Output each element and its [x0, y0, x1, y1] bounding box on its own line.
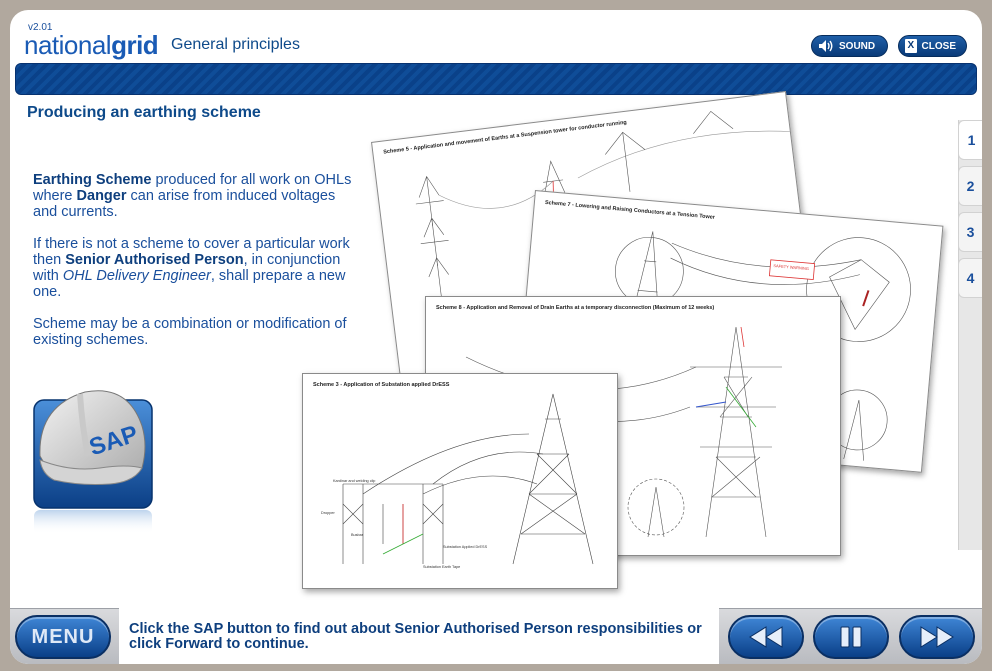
scheme-3-label: Substation Earth Tape [423, 565, 460, 569]
fast-forward-icon [920, 626, 954, 648]
scheme-illustrations: Scheme 5 - Application and movement of E… [10, 10, 982, 664]
scheme-3-label: Substation Applied DrESS [443, 545, 488, 549]
menu-button[interactable]: MENU [15, 615, 111, 659]
content-text: Earthing Scheme produced for all work on… [33, 172, 363, 364]
term-danger: Danger [76, 188, 127, 204]
national-grid-logo: nationalgrid [24, 30, 159, 61]
sound-button[interactable]: SOUND [811, 35, 888, 57]
header-banner [15, 63, 977, 95]
logo-text-light: national [24, 30, 112, 60]
pause-icon [840, 626, 862, 648]
tab-label: 3 [966, 224, 975, 240]
sap-hardhat-icon: SAP [33, 390, 153, 534]
paragraph-2: If there is not a scheme to cover a part… [33, 236, 363, 300]
scheme-3-title: Scheme 3 - Application of Substation app… [313, 382, 450, 388]
instruction-text: Click the SAP button to find out about S… [129, 621, 702, 652]
text-span: If there is not a scheme to cover a part… [33, 236, 350, 268]
scheme-3-label: Kardinar and welding clip [333, 479, 375, 483]
scheme-7-drawing: SAFETY WARNING [615, 231, 911, 461]
pause-button[interactable] [813, 615, 889, 659]
text-span: , in conjunction with [33, 252, 341, 284]
scheme-7-sheet: Scheme 7 - Lowering and Raising Conducto… [513, 190, 944, 473]
speaker-icon [818, 39, 834, 53]
scheme-3-drawing: Kardinar and welding clip Dropper Busbar… [321, 393, 594, 569]
sap-button[interactable]: SAP [30, 376, 156, 536]
menu-label: MENU [31, 625, 95, 648]
course-title: General principles [171, 36, 300, 53]
scheme-3-label: Busbar [351, 533, 364, 537]
close-icon: X [905, 39, 917, 53]
back-button[interactable] [728, 615, 804, 659]
scheme-8-title: Scheme 8 - Application and Removal of Dr… [436, 305, 715, 311]
paragraph-3: Scheme may be a combination or modificat… [33, 316, 347, 348]
page-title: Producing an earthing scheme [27, 104, 261, 121]
tab-2[interactable]: 2 [958, 166, 982, 206]
version-label: v2.01 [28, 22, 53, 33]
term-earthing-scheme: Earthing Scheme [33, 172, 152, 188]
tab-label: 2 [966, 178, 975, 194]
paragraph-1: Earthing Scheme produced for all work on… [33, 172, 363, 220]
tab-1[interactable]: 1 [958, 120, 982, 160]
sound-label: SOUND [839, 40, 876, 52]
text-span: produced for all work on OHLs where [33, 172, 352, 204]
footer-message-panel: Click the SAP button to find out about S… [119, 608, 719, 664]
tab-label: 1 [967, 132, 976, 148]
text-span: can arise from induced voltages and curr… [33, 188, 336, 220]
tab-label: 4 [966, 270, 975, 286]
tab-4[interactable]: 4 [958, 258, 982, 298]
scheme-3-sheet: Scheme 3 - Application of Substation app… [302, 373, 618, 589]
term-ohl-delivery-engineer: OHL Delivery Engineer [62, 268, 211, 284]
safety-warning-label: SAFETY WARNING [773, 263, 809, 271]
logo-text-bold: grid [111, 30, 159, 60]
rewind-icon [749, 626, 783, 648]
text-span: , shall prepare a new one. [33, 268, 346, 300]
close-label: CLOSE [921, 40, 956, 52]
forward-button[interactable] [899, 615, 975, 659]
scheme-3-label: Dropper [321, 511, 335, 515]
close-button[interactable]: X CLOSE [898, 35, 967, 57]
term-sap: Senior Authorised Person [65, 252, 244, 268]
course-window: v2.01 nationalgrid General principles SO… [10, 10, 982, 664]
tab-3[interactable]: 3 [958, 212, 982, 252]
